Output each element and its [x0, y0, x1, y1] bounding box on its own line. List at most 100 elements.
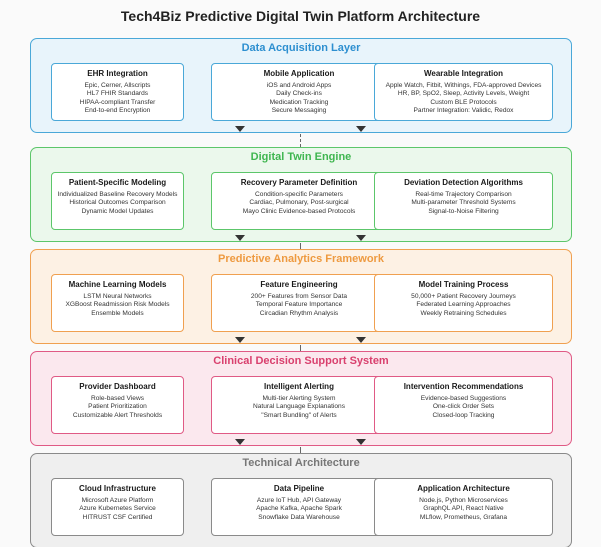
component-detail-line: Customizable Alert Thresholds [72, 411, 163, 419]
component-box-feature-engineering: Feature Engineering 200+ Features from Se… [211, 274, 387, 332]
layer-connector-line [300, 447, 301, 453]
component-detail-line: Weekly Retraining Schedules [420, 309, 507, 317]
layer-title: Clinical Decision Support System [213, 355, 389, 367]
component-detail-line: Role-based Views [90, 395, 145, 402]
component-title: Wearable Integration [424, 69, 503, 78]
component-detail-line: iOS and Android Apps [266, 82, 332, 89]
component-title: Provider Dashboard [79, 382, 156, 391]
layer-connector-line [300, 134, 301, 147]
component-title: Machine Learning Models [68, 280, 167, 289]
component-detail-line: XGBoost Readmission Risk Models [65, 301, 170, 309]
component-detail-line: Custom BLE Protocols [430, 98, 497, 106]
component-detail-line: Partner Integration: Validic, Redox [413, 107, 514, 115]
component-title: Recovery Parameter Definition [240, 178, 358, 187]
component-detail-line: Microsoft Azure Platform [81, 497, 154, 504]
component-detail-line: Signal-to-Noise Filtering [428, 207, 499, 215]
component-title: Feature Engineering [260, 280, 338, 289]
component-detail-line: Multi-parameter Threshold Systems [411, 199, 516, 207]
component-detail-line: HIPAA-compliant Transfer [79, 98, 156, 106]
component-detail-line: Natural Language Explanations [252, 403, 345, 411]
component-detail-line: Individualized Baseline Recovery Models [57, 191, 178, 198]
component-detail-line: 200+ Features from Sensor Data [250, 293, 348, 300]
component-detail-line: End-to-end Encryption [84, 107, 151, 115]
component-detail-line: Cardiac, Pulmonary, Post-surgical [249, 199, 349, 207]
flow-arrow-down-icon [235, 126, 245, 132]
flow-arrow-down-icon [356, 439, 366, 445]
component-title: Deviation Detection Algorithms [404, 178, 523, 187]
component-detail-line: One-click Order Sets [432, 403, 495, 411]
component-detail-line: LSTM Neural Networks [83, 293, 152, 300]
component-detail-line: MLflow, Prometheus, Grafana [419, 513, 508, 521]
flow-arrow-down-icon [356, 235, 366, 241]
component-detail-line: Historical Outcomes Comparison [69, 199, 166, 207]
component-detail-line: Condition-specific Parameters [255, 191, 343, 198]
component-detail-line: "Smart Bundling" of Alerts [261, 411, 337, 419]
component-detail-line: HL7 FHIR Standards [86, 90, 149, 98]
component-detail-line: Daily Check-ins [276, 90, 322, 98]
layer-title: Technical Architecture [242, 457, 360, 469]
layer-title: Digital Twin Engine [250, 151, 352, 163]
component-detail-line: Patient Prioritization [88, 403, 147, 411]
component-details: Apple Watch, Fitbit, Withings, FDA-appro… [375, 82, 552, 116]
flow-arrow-down-icon [235, 439, 245, 445]
component-detail-line: Ensemble Models [91, 309, 144, 317]
component-detail-line: Real-time Trajectory Comparison [415, 191, 512, 198]
component-detail-line: Federated Learning Approaches [416, 301, 511, 309]
component-detail-line: Apple Watch, Fitbit, Withings, FDA-appro… [385, 82, 542, 89]
component-detail-line: Snowflake Data Warehouse [258, 513, 340, 521]
component-title: Patient-Specific Modeling [68, 178, 167, 187]
component-detail-line: Azure Kubernetes Service [79, 505, 156, 513]
component-detail-line: Azure IoT Hub, API Gateway [256, 497, 342, 504]
component-detail-line: Circadian Rhythm Analysis [259, 309, 339, 317]
component-detail-line: 50,000+ Patient Recovery Journeys [411, 293, 516, 300]
component-detail-line: Node.js, Python Microservices [419, 497, 508, 504]
component-detail-line: HITRUST CSF Certified [82, 513, 153, 521]
component-title: Application Architecture [417, 484, 510, 493]
layer-connector-line [300, 243, 301, 249]
component-title: Intelligent Alerting [264, 382, 334, 391]
component-detail-line: HR, BP, SpO2, Sleep, Activity Levels, We… [397, 90, 530, 98]
layer-title: Predictive Analytics Framework [218, 253, 384, 265]
component-title: Mobile Application [263, 69, 335, 78]
component-title: Data Pipeline [273, 484, 325, 493]
component-detail-line: Temporal Feature Importance [255, 301, 343, 309]
component-detail-line: Apache Kafka, Apache Spark [256, 505, 342, 513]
component-title: Model Training Process [418, 280, 509, 289]
component-title: Intervention Recommendations [403, 382, 524, 391]
component-box-model-training-process: Model Training Process 50,000+ Patient Re… [374, 274, 553, 332]
flow-arrow-down-icon [235, 337, 245, 343]
component-detail-line: Multi-tier Alerting System [262, 395, 336, 402]
component-detail-line: GraphQL API, React Native [423, 505, 504, 513]
component-detail-line: Evidence-based Suggestions [420, 395, 507, 402]
component-detail-line: Mayo Clinic Evidence-based Protocols [242, 207, 356, 215]
flow-arrow-down-icon [356, 126, 366, 132]
component-detail-line: Medication Tracking [269, 98, 329, 106]
